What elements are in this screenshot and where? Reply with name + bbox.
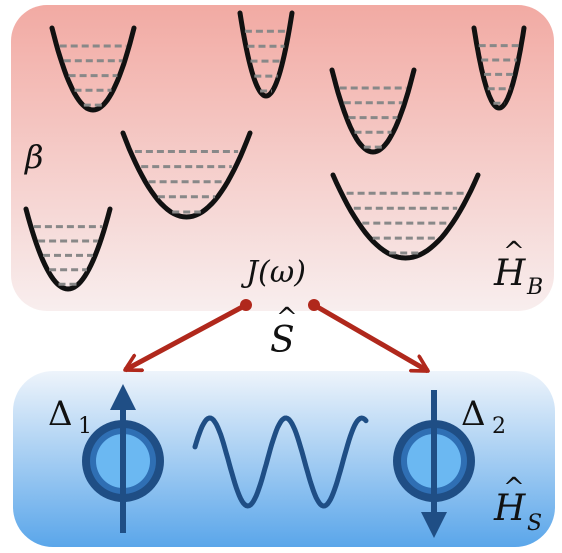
well-curve	[471, 25, 527, 111]
svg-text:Δ: Δ	[461, 394, 486, 434]
svg-text:S: S	[527, 511, 542, 536]
svg-text:^: ^	[276, 303, 298, 333]
svg-text:^: ^	[503, 473, 525, 503]
coupling-arrow-right-origin	[308, 299, 320, 311]
spectral-density-label: J(ω)	[240, 255, 306, 290]
harmonic-well	[237, 10, 295, 99]
spin-2-splitting-label: Δ 2	[461, 394, 506, 439]
spin-2	[393, 390, 475, 538]
harmonic-well	[23, 206, 113, 292]
well-curve	[49, 25, 137, 113]
bath-hamiltonian-label: H ^ B	[493, 237, 543, 300]
well-curve	[329, 67, 417, 155]
bath-temperature-label: β	[24, 138, 44, 176]
coupling-operator-label: S ^	[270, 303, 298, 361]
svg-text:1: 1	[78, 414, 92, 439]
harmonic-well	[329, 67, 417, 155]
harmonic-well	[120, 130, 253, 220]
svg-text:B: B	[526, 275, 543, 300]
harmonic-well	[471, 25, 527, 111]
bath-background	[11, 5, 554, 311]
coupling-arrow-right	[312, 302, 428, 374]
svg-text:2: 2	[492, 414, 506, 439]
system-panel: Δ 1 Δ 2 H ^ S	[13, 371, 555, 547]
system-hamiltonian-label: H ^ S	[493, 473, 542, 536]
coupling-arrow-left-origin	[240, 299, 252, 311]
well-curve	[330, 172, 481, 261]
well-curve	[23, 206, 113, 292]
well-curve	[237, 10, 295, 99]
spin-1	[82, 384, 164, 533]
bath-panel: β H ^ B	[11, 5, 554, 311]
svg-text:Δ: Δ	[48, 394, 73, 434]
coupling: J(ω) S ^	[125, 255, 428, 374]
svg-text:^: ^	[503, 237, 525, 267]
svg-text:H: H	[493, 253, 526, 294]
harmonic-well	[49, 25, 137, 113]
spin-1-up-arrow-head	[110, 384, 136, 410]
spin-2-down-arrow-head	[421, 512, 447, 538]
harmonic-well	[330, 172, 481, 261]
svg-text:S: S	[270, 320, 295, 361]
spin-1-splitting-label: Δ 1	[48, 394, 92, 439]
system-background	[13, 371, 555, 547]
well-curve	[120, 130, 253, 220]
svg-text:H: H	[493, 488, 526, 529]
oscillation-wave	[192, 415, 369, 509]
coupling-arrow-left	[125, 302, 248, 373]
harmonic-wells	[23, 10, 527, 292]
